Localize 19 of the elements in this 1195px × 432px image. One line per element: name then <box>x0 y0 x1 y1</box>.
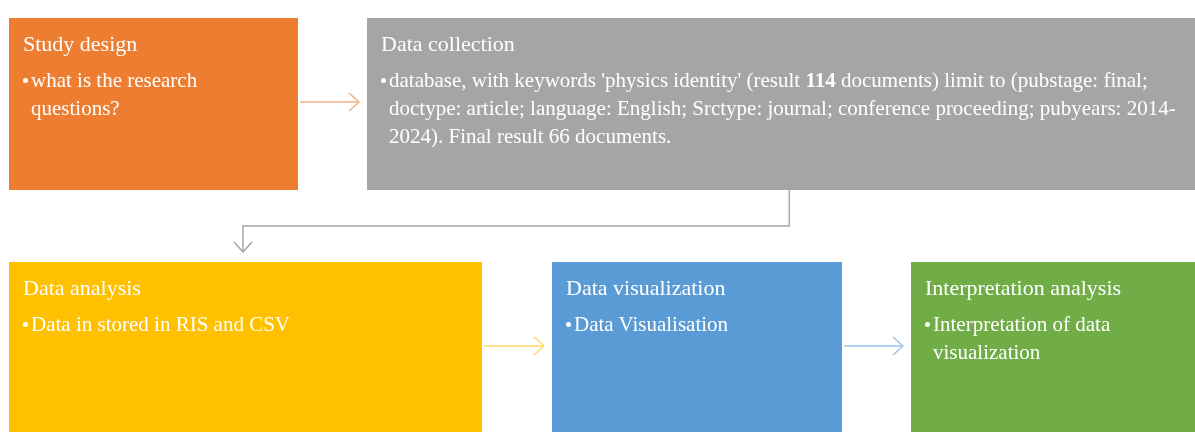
box-heading: Interpretation analysis <box>925 274 1123 302</box>
process-box <box>367 18 1195 190</box>
process-box <box>911 262 1195 432</box>
bullet-text: what is the research questions? <box>31 67 199 122</box>
arrow <box>299 92 360 112</box>
bullet-text: Data in stored in RIS and CSV <box>31 311 290 338</box>
process-box <box>9 262 482 432</box>
process-box <box>9 18 298 190</box>
box-heading: Data collection <box>381 30 516 58</box>
arrow <box>843 336 904 356</box>
bullet-text: Data Visualisation <box>574 311 729 338</box>
arrow <box>233 189 791 253</box>
arrow <box>483 336 545 356</box>
box-heading: Data visualization <box>566 274 727 302</box>
box-heading: Study design <box>23 30 139 58</box>
box-heading: Data analysis <box>23 274 142 302</box>
bullet-text: database, with keywords 'physics identity' (result 114 documents) limit to (pubstage: final; doctype: article; language: English; Srctype: journal; conference proceeding; pubyears: 2014-2024). Final result 66 documents. <box>389 67 1177 150</box>
bullet-text: Interpretation of data visualization <box>933 311 1112 366</box>
process-box <box>552 262 842 432</box>
